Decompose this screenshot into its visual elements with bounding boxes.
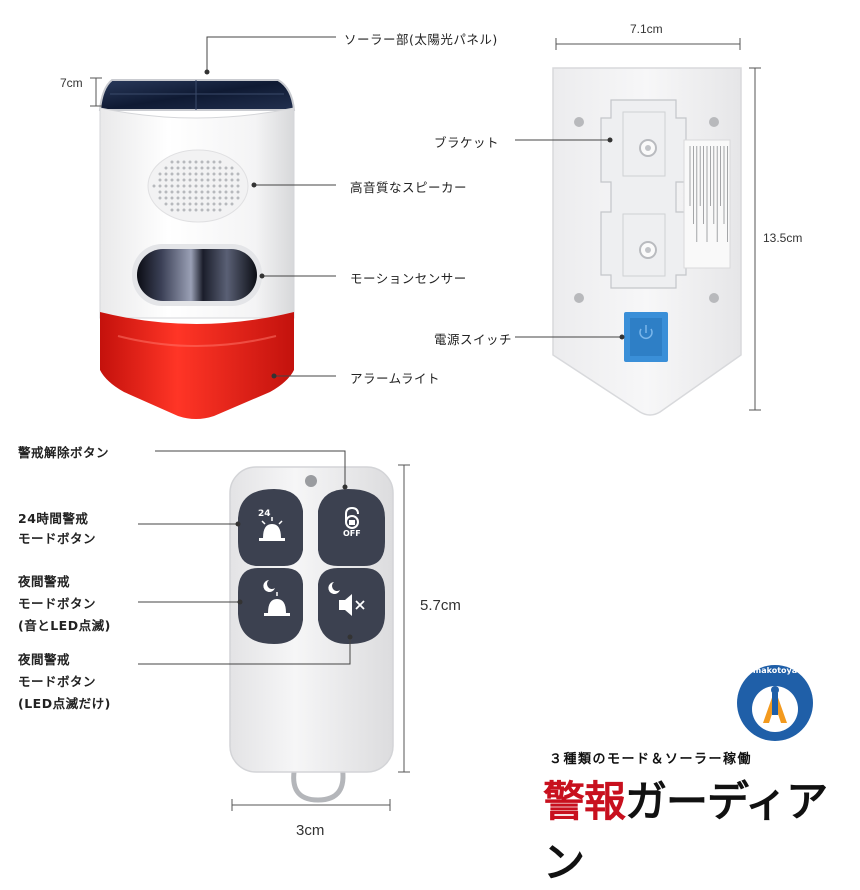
button-off-label: OFF xyxy=(343,529,361,538)
label-bracket: ブラケット xyxy=(434,135,500,150)
remote-button-pad xyxy=(238,489,385,644)
mounting-bracket xyxy=(600,99,687,289)
label-speaker: 高音質なスピーカー xyxy=(350,180,468,195)
label-24h-mode-line2: モードボタン xyxy=(18,531,97,546)
label-night-sound-line1: 夜間警戒 xyxy=(18,574,71,589)
instruction-sticker xyxy=(683,139,731,269)
product-illustration xyxy=(90,36,761,811)
label-motion-sensor: モーションセンサー xyxy=(350,271,467,286)
speaker-grille xyxy=(147,149,249,223)
label-night-sound-line2: モードボタン xyxy=(18,596,97,611)
unlock-icon xyxy=(345,506,359,529)
night-mute-icon xyxy=(328,582,365,616)
alarm-light xyxy=(100,312,294,419)
front-alarm-device xyxy=(98,79,296,419)
solar-panel xyxy=(98,79,296,111)
led-indicator xyxy=(305,475,317,487)
label-night-led-line1: 夜間警戒 xyxy=(18,652,71,667)
tagline: ３種類のモード＆ソーラー稼働 xyxy=(549,752,753,767)
label-night-sound-line3: (音とLED点滅) xyxy=(18,618,111,633)
logo-text: makotoya xyxy=(752,666,798,675)
power-icon xyxy=(639,325,653,339)
label-night-led-line3: (LED点滅だけ) xyxy=(18,696,111,711)
label-solar-panel: ソーラー部(太陽光パネル) xyxy=(344,32,498,47)
label-disarm-button: 警戒解除ボタン xyxy=(18,445,110,460)
screw-icon xyxy=(709,293,719,303)
label-alarm-light: アラームライト xyxy=(350,371,441,386)
remote-control xyxy=(229,466,394,803)
night-siren-icon xyxy=(263,580,290,616)
callout-dots xyxy=(204,69,625,640)
dim-width: 7.1cm xyxy=(630,22,663,36)
label-night-led-line2: モードボタン xyxy=(18,674,97,689)
siren-icon xyxy=(259,517,285,541)
label-24h-mode-line1: 24時間警戒 xyxy=(18,511,89,526)
key-ring-icon xyxy=(291,765,346,803)
screw-icon xyxy=(709,117,719,127)
label-power-switch: 電源スイッチ xyxy=(434,332,513,347)
dim-depth: 7cm xyxy=(60,76,83,90)
screw-icon xyxy=(574,117,584,127)
makotoya-logo: makotoya xyxy=(735,663,815,743)
product-title: 警報ガーディアン xyxy=(543,768,860,890)
screw-icon xyxy=(574,293,584,303)
dim-remote-height: 5.7cm xyxy=(420,597,461,614)
callout-lines xyxy=(138,36,622,665)
dim-remote-width: 3cm xyxy=(296,822,325,839)
back-alarm-device xyxy=(552,67,742,416)
button-24-label: 24 xyxy=(258,509,271,519)
dim-height: 13.5cm xyxy=(763,231,803,245)
dimension-lines xyxy=(90,38,761,811)
motion-sensor xyxy=(137,249,257,301)
product-title-red: 警報 xyxy=(543,777,626,826)
